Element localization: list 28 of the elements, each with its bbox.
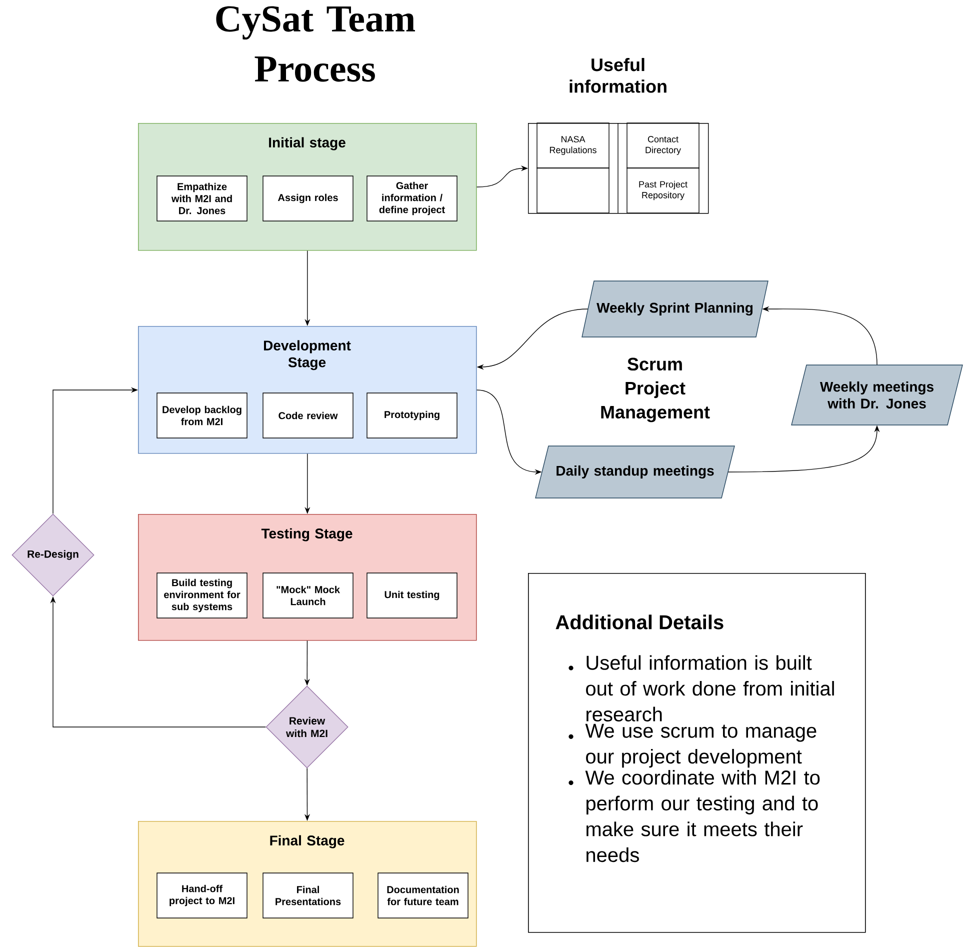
table-cell: Past Project Repository	[626, 168, 700, 214]
parallelogram-box: Weekly Sprint Planning	[582, 280, 768, 338]
table-heading: Useful information	[570, 58, 666, 93]
bullet-item: Useful information is built out of work done from initial research	[568, 655, 834, 722]
table-cell: NASA Regulations	[536, 122, 610, 168]
task-box: Documentation for future team	[378, 872, 468, 918]
panel-heading: Additional Details	[556, 614, 724, 630]
table-cell: Contact Directory	[626, 122, 700, 168]
task-box: Assign roles	[262, 176, 354, 222]
bullet-item: We use scrum to manage our project development	[568, 724, 816, 768]
text-panel	[528, 573, 866, 933]
table-cell	[536, 168, 610, 214]
parallelogram-box: Weekly meetings with Dr. Jones	[791, 364, 963, 426]
task-box: Final Presentations	[262, 872, 354, 918]
task-box: Empathize with M2I and Dr. Jones	[156, 176, 248, 222]
task-box: Gather information / define project	[366, 176, 458, 222]
title: CySat Team Process	[216, 6, 415, 82]
info-table	[528, 122, 709, 214]
section-label: Scrum Project Management	[601, 358, 710, 422]
task-box: Develop backlog from M2I	[156, 392, 248, 438]
parallelogram-box: Daily standup meetings	[535, 446, 735, 498]
task-box: Unit testing	[366, 572, 458, 618]
task-box: Code review	[262, 392, 354, 438]
bullet-item: We coordinate with M2I to perform our testing and to make sure it meets their needs	[568, 770, 820, 862]
task-box: Build testing environment for sub systems	[156, 572, 248, 618]
task-box: Prototyping	[366, 392, 458, 438]
task-box: "Mock" Mock Launch	[262, 572, 354, 618]
task-box: Hand-off project to M2I	[156, 872, 248, 918]
